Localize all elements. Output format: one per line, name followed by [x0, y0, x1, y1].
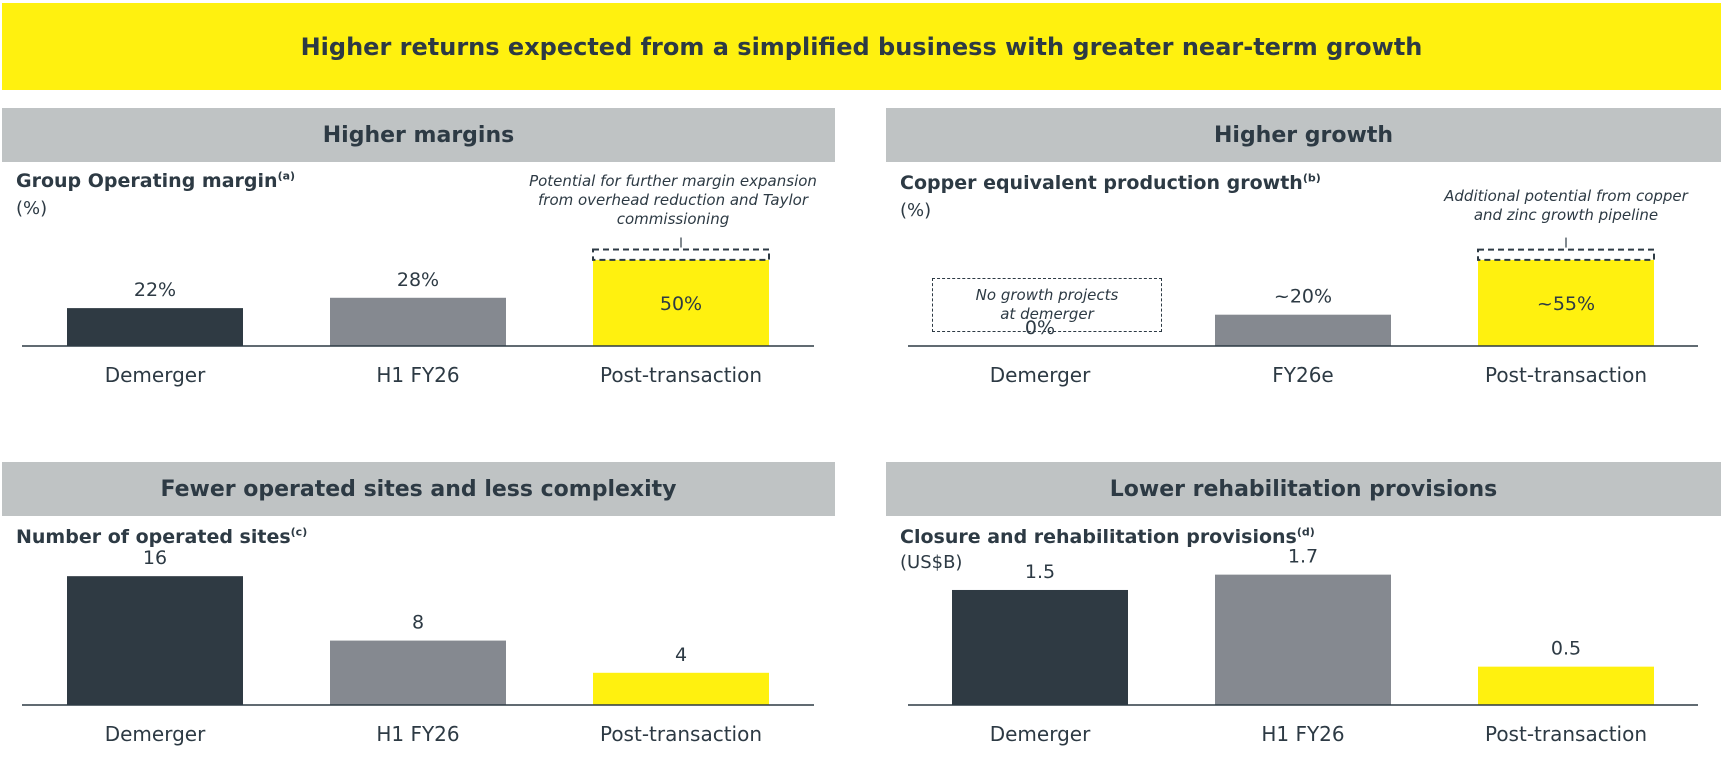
data-label: 4 [675, 644, 687, 666]
growth-chart: 0% Demerger ~20% FY26e ~55% Post-transaction [908, 237, 1698, 387]
bar-demerger [67, 576, 243, 705]
category-label: Demerger [990, 363, 1091, 387]
panel-higher-margins: Higher margins Group Operating margin(a)… [2, 108, 835, 438]
category-label: H1 FY26 [1261, 722, 1344, 746]
bar-post-transaction [593, 259, 769, 346]
data-label: 28% [397, 269, 439, 291]
bar-h1-fy26 [330, 297, 506, 346]
data-label: 8 [412, 612, 424, 634]
bar-post-transaction [1478, 259, 1654, 346]
bar-post-transaction [1478, 666, 1654, 705]
panel-rehabilitation-provisions: Lower rehabilitation provisions Closure … [886, 462, 1721, 783]
page-title: Higher returns expected from a simplifie… [300, 32, 1423, 61]
unit-label: (US$B) [900, 552, 963, 573]
footnote-marker: (b) [1302, 171, 1321, 185]
potential-extension [1477, 248, 1655, 261]
category-label: Post-transaction [1485, 722, 1647, 746]
data-label: ~55% [1537, 293, 1595, 315]
data-label: 1.7 [1288, 546, 1318, 568]
panel-header: Lower rehabilitation provisions [886, 462, 1721, 516]
bar-demerger [952, 589, 1128, 705]
panel-header: Fewer operated sites and less complexity [2, 462, 835, 516]
margin-expansion-note: Potential for further margin expansion f… [529, 172, 817, 228]
title-banner: Higher returns expected from a simplifie… [2, 3, 1721, 90]
panel-header: Higher growth [886, 108, 1721, 162]
footnote-marker: (d) [1296, 525, 1315, 539]
category-label: FY26e [1272, 363, 1333, 387]
data-label: 1.5 [1025, 561, 1055, 583]
panel-header: Higher margins [2, 108, 835, 162]
potential-extension [592, 248, 770, 261]
category-label: Post-transaction [600, 722, 762, 746]
data-label: ~20% [1274, 286, 1332, 308]
chart-subtitle: Copper equivalent production growth(b) [900, 172, 1321, 194]
chart-subtitle: Number of operated sites(c) [16, 526, 307, 548]
no-growth-projects-box: No growth projects at demerger [932, 278, 1162, 332]
subtitle-text: Group Operating margin [16, 170, 278, 192]
subtitle-text: Copper equivalent production growth [900, 172, 1303, 194]
growth-pipeline-note: Additional potential from copper and zin… [1444, 187, 1688, 224]
category-label: Post-transaction [600, 363, 762, 387]
data-label: 22% [134, 279, 176, 301]
category-label: Post-transaction [1485, 363, 1647, 387]
data-label: 50% [660, 293, 702, 315]
bar-fy26e [1215, 314, 1391, 346]
panel-higher-growth: Higher growth Copper equivalent producti… [886, 108, 1721, 438]
margins-chart: 22% Demerger 28% H1 FY26 50% Post-transaction [22, 237, 814, 387]
unit-label: (%) [16, 198, 48, 219]
chart-subtitle: Group Operating margin(a) [16, 170, 295, 192]
bar-h1-fy26 [1215, 574, 1391, 705]
bar-h1-fy26 [330, 640, 506, 705]
unit-label: (%) [900, 200, 932, 221]
footnote-marker: (a) [277, 169, 296, 183]
bar-demerger [67, 308, 243, 346]
subtitle-text: Closure and rehabilitation provisions [900, 526, 1297, 548]
chart-subtitle: Closure and rehabilitation provisions(d) [900, 526, 1315, 548]
data-label: 0.5 [1551, 638, 1581, 660]
category-label: Demerger [990, 722, 1091, 746]
bar-post-transaction [593, 672, 769, 705]
category-label: Demerger [105, 363, 206, 387]
data-label: 0% [1025, 317, 1055, 339]
category-label: H1 FY26 [376, 722, 459, 746]
subtitle-text: Number of operated sites [16, 526, 291, 548]
category-label: Demerger [105, 722, 206, 746]
category-label: H1 FY26 [376, 363, 459, 387]
panel-operated-sites: Fewer operated sites and less complexity… [2, 462, 835, 783]
footnote-marker: (c) [290, 525, 308, 539]
data-label: 16 [143, 547, 167, 569]
